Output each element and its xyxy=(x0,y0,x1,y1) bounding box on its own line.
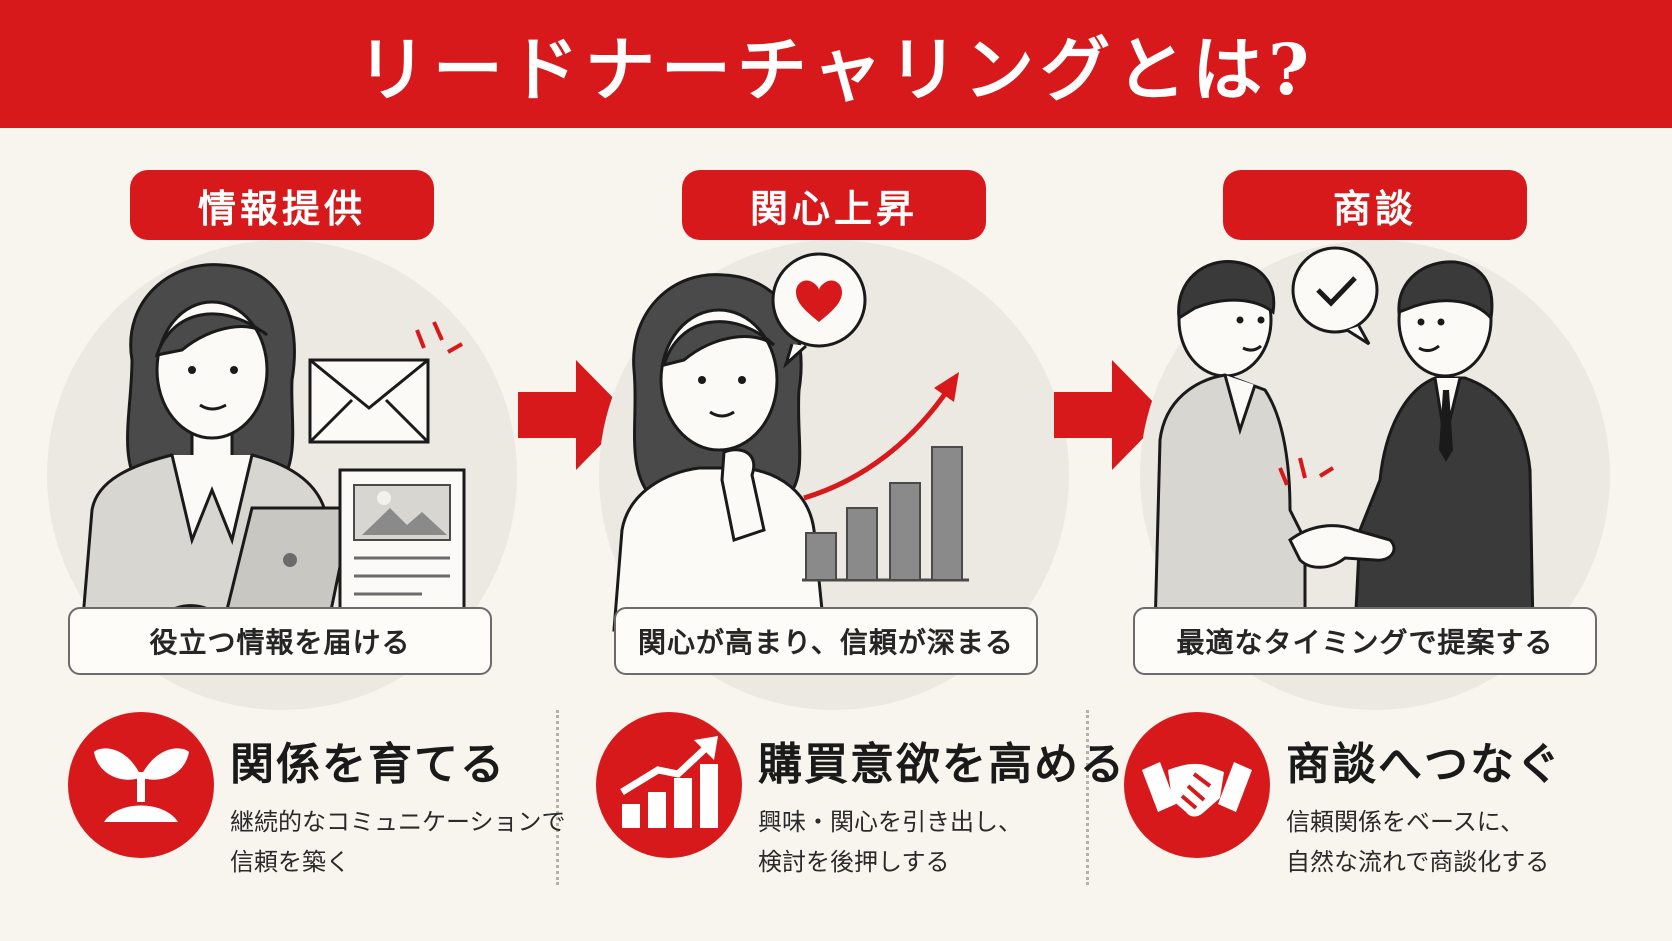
title-bar: リードナーチャリングとは? xyxy=(0,0,1672,128)
benefit-description: 興味・関心を引き出し、 検討を後押しする xyxy=(758,802,1022,882)
benefit-nurture: 関係を育てる 継続的なコミュニケーションで 信頼を築く xyxy=(68,712,568,892)
stage-caption: 役立つ情報を届ける xyxy=(68,607,492,675)
benefit-title: 購買意欲を高める xyxy=(758,739,1126,790)
sprout-icon xyxy=(68,712,214,858)
benefit-title: 商談へつなぐ xyxy=(1286,739,1562,790)
benefit-description-line: 興味・関心を引き出し、 xyxy=(758,808,1022,836)
divider xyxy=(556,710,559,885)
stage-caption: 関心が高まり、信頼が深まる xyxy=(614,607,1038,675)
stage-interest: 関心上昇 関心が高まり、信頼が深まる xyxy=(574,170,1094,710)
woman-thinking-icon xyxy=(612,252,969,632)
benefit-description-line: 信頼を築く xyxy=(230,848,350,876)
stage-caption: 最適なタイミングで提案する xyxy=(1133,607,1597,675)
benefit-description: 継続的なコミュニケーションで 信頼を築く xyxy=(230,802,566,882)
check-bubble-icon xyxy=(1291,246,1379,346)
benefit-title: 関係を育てる xyxy=(230,739,506,790)
benefit-purchase-intent: 購買意欲を高める 興味・関心を引き出し、 検討を後押しする xyxy=(596,712,1124,892)
benefit-description-line: 継続的なコミュニケーションで xyxy=(230,808,566,836)
benefit-description: 信頼関係をベースに、 自然な流れで商談化する xyxy=(1286,802,1549,882)
heart-bubble-icon xyxy=(796,280,842,322)
benefit-description-line: 検討を後押しする xyxy=(758,848,950,876)
benefit-negotiation: 商談へつなぐ 信頼関係をベースに、 自然な流れで商談化する xyxy=(1124,712,1624,892)
stage-information: 情報提供 役立 xyxy=(22,170,542,710)
rising-bar-chart-icon xyxy=(596,712,742,858)
stage-negotiation: 商談 最適なタイミングで提案する xyxy=(1115,170,1635,710)
stage-label: 情報提供 xyxy=(130,170,434,240)
woman-laptop-icon xyxy=(70,263,466,634)
page-title: リードナーチャリングとは? xyxy=(356,27,1316,111)
right-arrow-icon xyxy=(1054,360,1166,470)
handshake-icon xyxy=(1124,712,1270,858)
handshake-businessmen-icon xyxy=(1153,246,1535,632)
divider xyxy=(1086,710,1089,885)
stage-label: 商談 xyxy=(1223,170,1527,240)
benefit-description-line: 信頼関係をベースに、 xyxy=(1286,808,1525,836)
benefit-description-line: 自然な流れで商談化する xyxy=(1286,848,1550,876)
growth-chart-icon xyxy=(802,372,969,582)
stage-label: 関心上昇 xyxy=(682,170,986,240)
